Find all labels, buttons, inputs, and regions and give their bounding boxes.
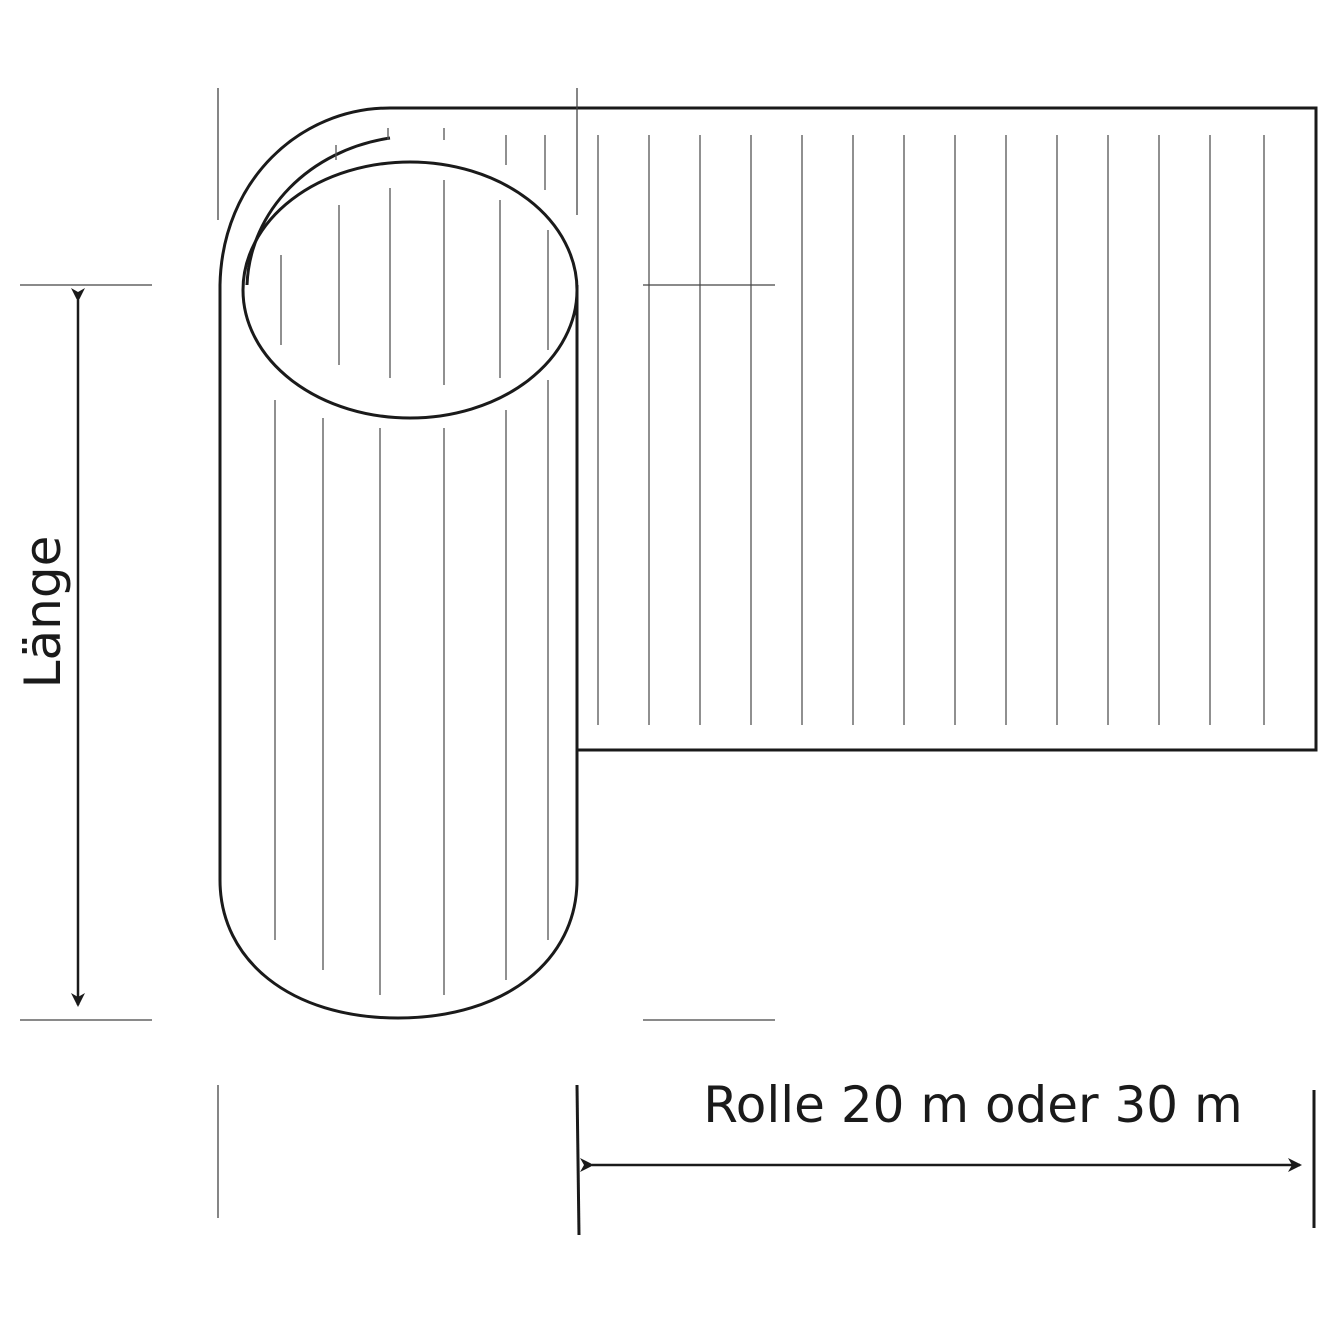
roll-stripes bbox=[274, 128, 549, 995]
roll-spiral bbox=[245, 136, 391, 286]
roll-length-label: Rolle 20 m oder 30 m bbox=[703, 1076, 1242, 1134]
unrolled-sheet-outline bbox=[390, 106, 1318, 752]
sheet-stripes bbox=[597, 135, 1265, 725]
reference-lines bbox=[20, 88, 775, 1218]
length-label: Länge bbox=[14, 536, 72, 689]
roll-dimension-tick-left bbox=[575, 1084, 581, 1236]
roll-bottom bbox=[218, 879, 579, 1020]
roll-top-ellipse bbox=[241, 160, 579, 420]
roll-curl bbox=[218, 106, 391, 880]
